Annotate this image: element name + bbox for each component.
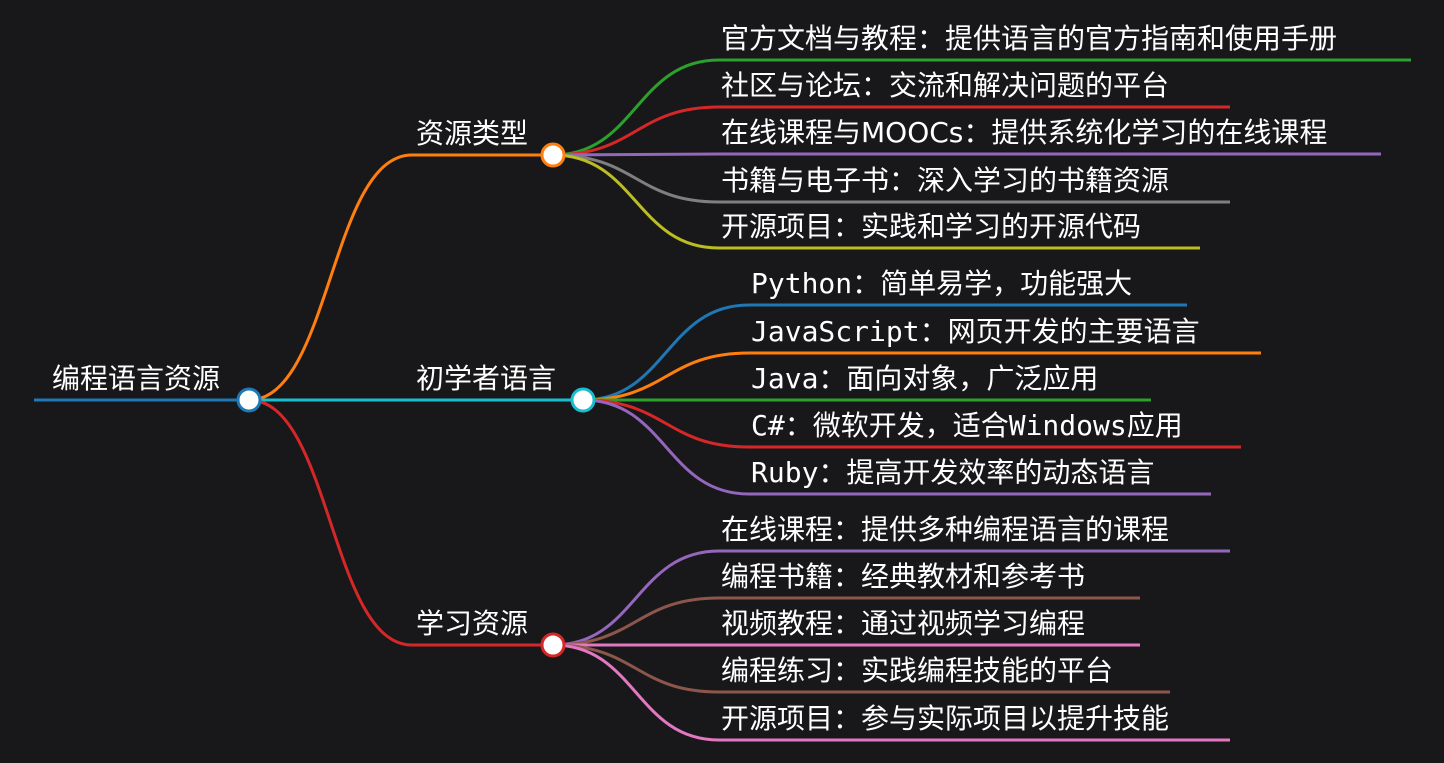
leaf-link-0-4 (552, 153, 720, 250)
leaf-label-2-1: 编程书籍：经典教材和参考书 (721, 560, 1085, 593)
branch-label-2: 学习资源 (416, 607, 528, 640)
branch-link-0 (248, 153, 413, 402)
branch-link-2 (248, 398, 413, 647)
leaf-link-0-3 (552, 153, 720, 204)
mindmap-labels: 编程语言资源 资源类型 官方文档与教程：提供语言的官方指南和使用手册社区与论坛：交流… (52, 22, 1337, 735)
leaf-label-2-0: 在线课程：提供多种编程语言的课程 (721, 513, 1169, 546)
leaf-link-2-0 (552, 549, 720, 647)
leaf-label-2-3: 编程练习：实践编程技能的平台 (721, 654, 1113, 687)
leaf-label-2-2: 视频教程：通过视频学习编程 (721, 607, 1085, 640)
leaf-label-1-0: Python：简单易学，功能强大 (751, 267, 1132, 300)
root-label: 编程语言资源 (52, 362, 220, 395)
leaf-link-2-1 (552, 596, 720, 647)
leaf-label-1-4: Ruby：提高开发效率的动态语言 (751, 456, 1154, 489)
leaf-label-0-3: 书籍与电子书：深入学习的书籍资源 (721, 164, 1169, 197)
leaf-label-1-1: JavaScript：网页开发的主要语言 (751, 315, 1200, 348)
leaf-link-0-1 (552, 105, 720, 157)
leaf-link-1-1 (582, 351, 750, 402)
mindmap-nodes (236, 142, 596, 658)
mindmap-links (34, 58, 1411, 742)
leaf-link-1-0 (582, 303, 750, 402)
leaf-label-1-3: C#：微软开发，适合Windows应用 (751, 409, 1183, 442)
leaf-link-2-3 (552, 643, 720, 694)
leaf-link-0-0 (552, 58, 720, 157)
root-node[interactable] (236, 387, 262, 413)
leaf-label-0-0: 官方文档与教程：提供语言的官方指南和使用手册 (721, 22, 1337, 55)
leaf-link-0-2 (552, 152, 720, 157)
leaf-label-1-2: Java：面向对象，广泛应用 (751, 362, 1098, 395)
leaf-label-2-4: 开源项目：参与实际项目以提升技能 (721, 702, 1169, 735)
leaf-label-0-1: 社区与论坛：交流和解决问题的平台 (721, 69, 1169, 102)
leaf-link-2-4 (552, 643, 720, 742)
branch-label-0: 资源类型 (416, 117, 528, 150)
leaf-label-0-4: 开源项目：实践和学习的开源代码 (721, 210, 1141, 243)
branch-node-0[interactable] (540, 142, 566, 168)
leaf-label-0-2: 在线课程与MOOCs：提供系统化学习的在线课程 (721, 116, 1327, 149)
leaf-link-1-3 (582, 398, 750, 449)
branch-node-1[interactable] (570, 387, 596, 413)
branch-node-2[interactable] (540, 632, 566, 658)
branch-label-1: 初学者语言 (416, 362, 556, 395)
leaf-link-1-4 (582, 398, 750, 496)
